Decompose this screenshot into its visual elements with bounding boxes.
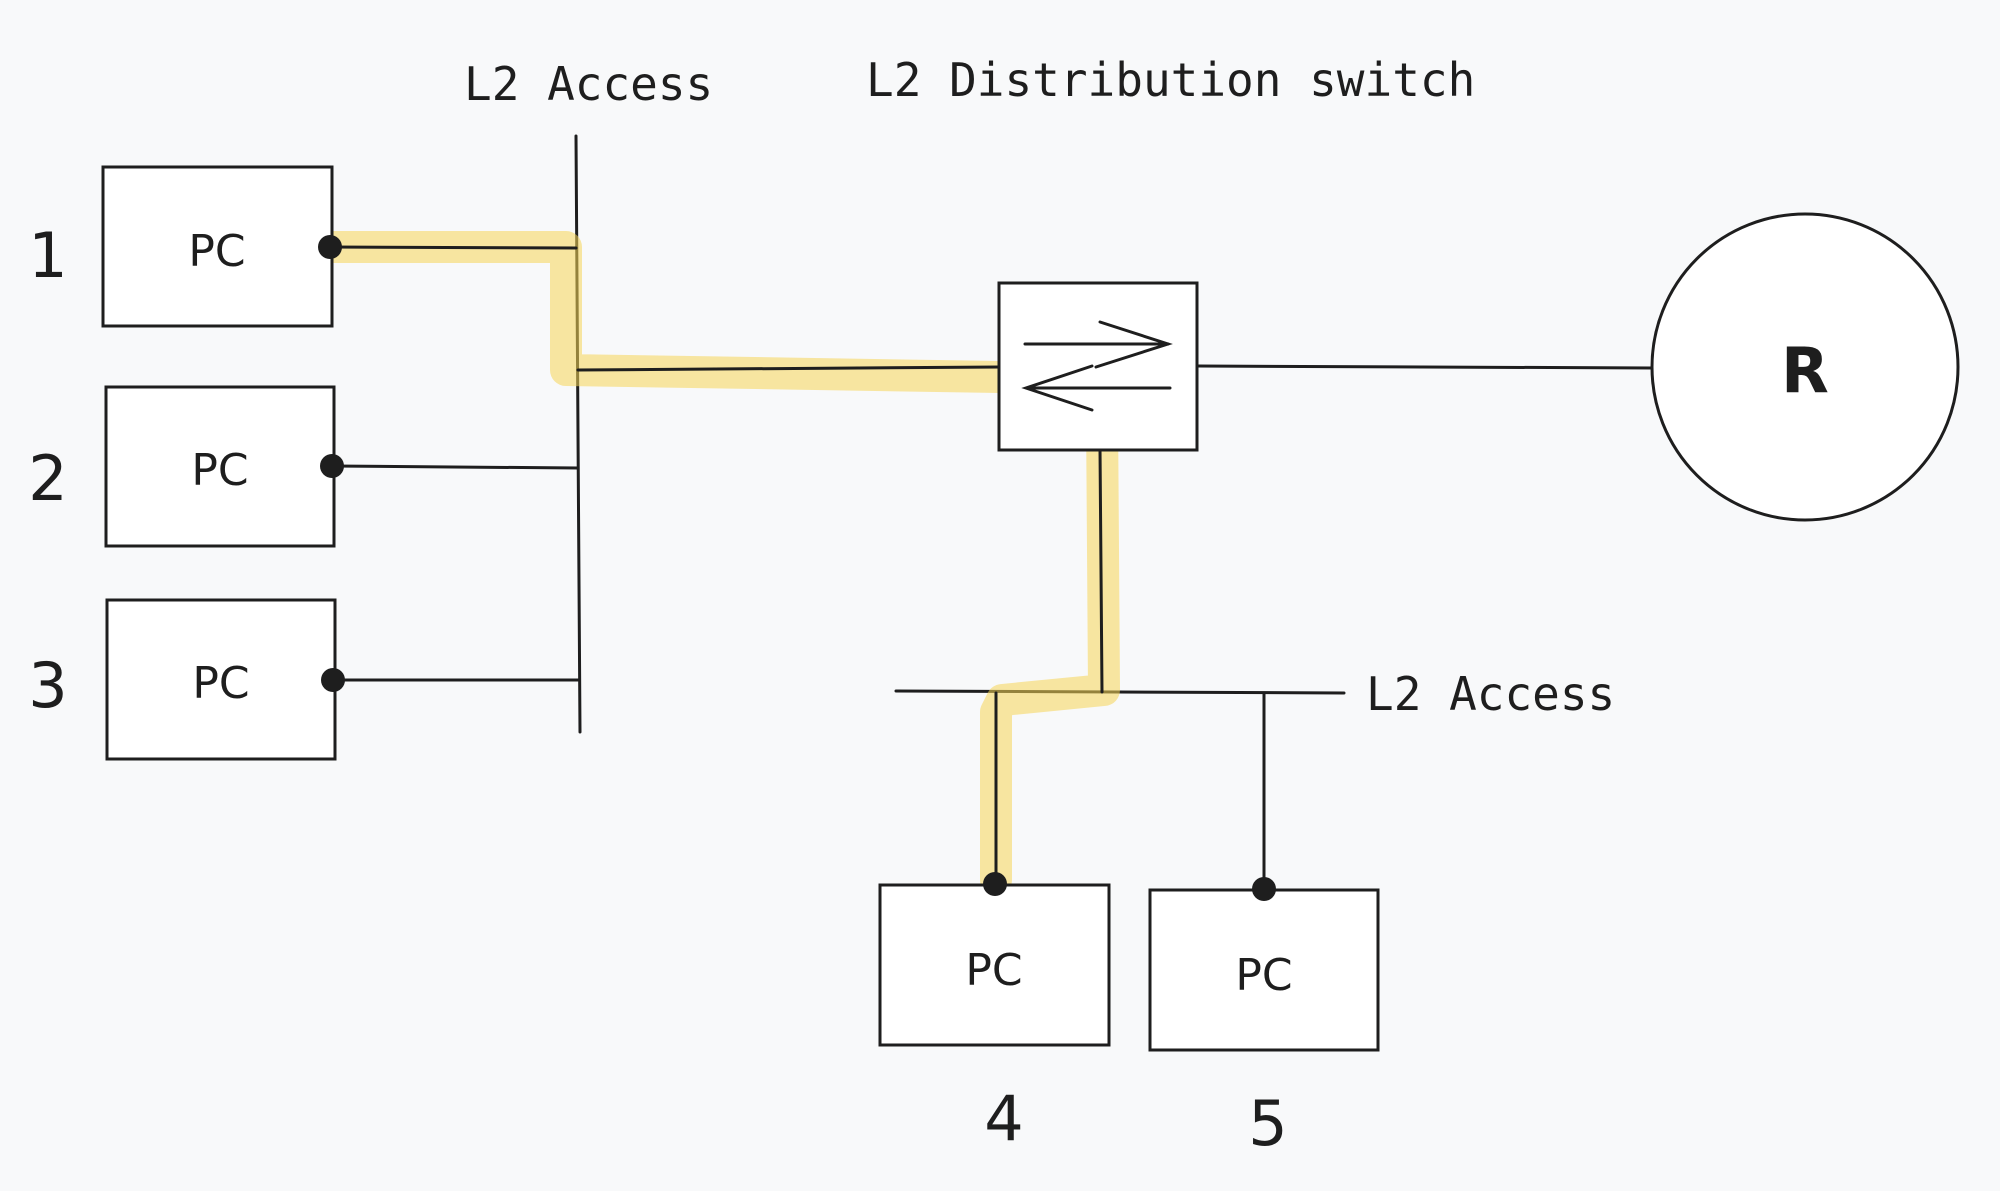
label-l2-access-bottom: L2 Access: [1366, 667, 1615, 721]
port-pc1: [318, 235, 342, 259]
bidirectional-arrows-icon: [1021, 320, 1173, 412]
label-l2-distribution-switch: L2 Distribution switch: [866, 53, 1475, 107]
pc-5[interactable]: PC: [1148, 888, 1380, 1052]
highlighted-path: [314, 231, 1120, 896]
pc-2-label: PC: [191, 445, 248, 496]
pc-4-label: PC: [965, 945, 1022, 996]
label-l2-access-top: L2 Access: [464, 57, 713, 111]
port-pc3: [321, 668, 345, 692]
pc-3-label: PC: [192, 658, 249, 709]
wire-pc1: [328, 245, 578, 250]
wire-switch-to-bottom-bus: [1098, 446, 1104, 694]
access-bus-left: [574, 134, 582, 734]
wire-switch-to-router: [1196, 364, 1654, 370]
access-bus-bottom: [894, 689, 1346, 695]
wire-pc2: [330, 464, 580, 470]
pc-3[interactable]: PC: [105, 598, 337, 761]
pc-4-number: 4: [984, 1082, 1023, 1155]
wire-bus-to-switch: [576, 365, 1002, 372]
pc-2[interactable]: PC: [104, 385, 336, 548]
pc-1-number: 1: [28, 219, 67, 292]
port-pc5: [1252, 877, 1276, 901]
pc-1-label: PC: [188, 226, 245, 277]
router[interactable]: R: [1650, 212, 1960, 522]
distribution-switch[interactable]: [997, 281, 1199, 452]
pc-4[interactable]: PC: [878, 883, 1111, 1047]
port-pc2: [320, 454, 344, 478]
pc-1[interactable]: PC: [101, 165, 334, 328]
pc-5-number: 5: [1248, 1087, 1287, 1160]
pc-3-number: 3: [28, 649, 67, 722]
router-label: R: [1781, 334, 1829, 407]
port-pc4: [983, 872, 1007, 896]
pc-5-label: PC: [1235, 950, 1292, 1001]
pc-2-number: 2: [28, 442, 67, 515]
